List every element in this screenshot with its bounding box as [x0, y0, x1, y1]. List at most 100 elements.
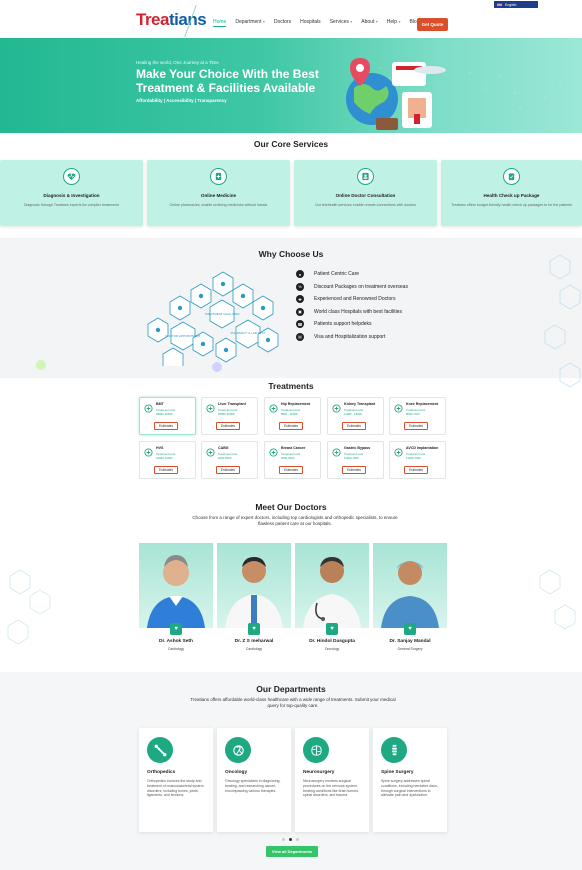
treatment-cost-label: Treatment Cost: [344, 408, 364, 412]
estimates-button[interactable]: Estimates: [404, 466, 428, 474]
treatment-cost-label: Treatment Cost: [281, 452, 301, 456]
list-item: ▣World class Hospitals with best facilit…: [296, 307, 402, 316]
decor-dot: [212, 362, 222, 372]
service-card-health-checkup[interactable]: Health Check up Package Treatians offers…: [441, 160, 582, 226]
estimates-button[interactable]: Estimates: [216, 466, 240, 474]
estimates-button[interactable]: Estimates: [342, 466, 366, 474]
service-card-doctor-consultation[interactable]: Online Doctor Consultation Our telehealt…: [294, 160, 437, 226]
nav-home[interactable]: Home: [213, 19, 227, 27]
doctors-title: Meet Our Doctors: [255, 502, 327, 512]
nav-services[interactable]: Services ▾: [329, 19, 353, 25]
list-item: ✚Experienced and Renowned Doctors: [296, 295, 395, 303]
hero-banner: Healing the world, One Journey at a Time…: [0, 38, 582, 133]
doctor-card-sanjay-mandal[interactable]: ♥ Dr. Sanjay Mandal General Surgery: [373, 543, 447, 661]
nav-help[interactable]: Help ▾: [386, 19, 401, 25]
chevron-down-icon: ▾: [262, 19, 265, 24]
treatment-name: AVCD Implantation: [406, 446, 439, 450]
treatment-cost-label: Treatment Cost: [218, 408, 238, 412]
nav-hospitals[interactable]: Hospitals: [300, 19, 321, 25]
liver-icon: [206, 404, 215, 413]
estimates-button[interactable]: Estimates: [216, 422, 240, 430]
heart-icon[interactable]: ♥: [170, 623, 182, 635]
why-choose-us-title: Why Choose Us: [258, 249, 324, 259]
department-card-spine-surgery[interactable]: Spine Surgery Spine surgery addresses sp…: [373, 728, 447, 832]
treatment-cost-label: Treatment Cost: [406, 408, 426, 412]
passport-icon: ▤: [296, 332, 304, 341]
bone-icon: [147, 737, 173, 763]
flag-icon: [497, 2, 502, 7]
departments-title: Our Departments: [256, 684, 326, 694]
kidney-icon: [332, 404, 341, 413]
list-item: ☎Patients support helpdeks: [296, 320, 372, 328]
estimates-button[interactable]: Estimates: [154, 466, 178, 474]
chevron-down-icon: ▾: [375, 19, 378, 24]
estimates-button[interactable]: Estimates: [154, 422, 178, 430]
department-card-orthopedics[interactable]: Orthopedics Orthopedics involves the stu…: [139, 728, 213, 832]
departments-section: [0, 672, 582, 870]
carousel-dot[interactable]: [296, 838, 299, 841]
department-card-neurosurgery[interactable]: Neurosurgery Neurosurgery involves surgi…: [295, 728, 369, 832]
core-services-title: Our Core Services: [253, 139, 329, 149]
service-card-online-medicine[interactable]: Online Medicine Online pharmacies, enabl…: [147, 160, 290, 226]
service-card-diagnosis[interactable]: Diagnosis & Investigation Diagnosis thro…: [0, 160, 143, 226]
medical-hexagon-illustration: TREATMENT FACILITIES PHARMACY & LAB TEST…: [147, 271, 279, 366]
molecule-decoration: [539, 569, 576, 630]
consultation-icon: [357, 168, 374, 185]
estimates-button[interactable]: Estimates: [342, 422, 366, 430]
carousel-dot-active[interactable]: [289, 838, 292, 841]
carousel-dots: [282, 838, 299, 841]
doctor-photo: [217, 543, 291, 628]
treatment-cost: 11000 - 16000: [344, 412, 362, 416]
list-item: ▤Visa and Hospitalization support: [296, 332, 385, 341]
heart-icon[interactable]: ♥: [326, 623, 338, 635]
nav-about[interactable]: About ▾: [361, 19, 378, 25]
treatment-name: Hip Replacement: [281, 402, 311, 406]
language-selector[interactable]: English: [494, 1, 538, 8]
carousel-dot[interactable]: [282, 838, 285, 841]
doctor-card-hindol-dasgupta[interactable]: ♥ Dr. Hindol Dasgupta Oncology: [295, 543, 369, 661]
doctors-description: Choose from a range of expert doctors, i…: [192, 515, 398, 526]
heart-device-icon: [394, 448, 403, 457]
heart-icon[interactable]: ♥: [248, 623, 260, 635]
view-all-departments-button[interactable]: View all Departments: [266, 846, 318, 857]
estimates-button[interactable]: Estimates: [404, 422, 428, 430]
treatment-cost-label: Treatment Cost: [156, 452, 176, 456]
departments-description: Treatians offers affordable world-class …: [190, 697, 396, 708]
department-card-oncology[interactable]: Oncology Oncology specializes in diagnos…: [217, 728, 291, 832]
treatment-cost: 10000-12000: [156, 456, 173, 460]
doctor-card-zs-meharwal[interactable]: ♥ Dr. Z S meharwal Cardiology: [217, 543, 291, 661]
ribbon-icon: [225, 737, 251, 763]
chevron-down-icon: ▾: [398, 19, 401, 24]
treatment-cost: 11000-7000: [344, 456, 359, 460]
hero-tagline: Healing the world, One Journey at a Time: [136, 60, 219, 65]
treatments-title: Treatments: [268, 381, 314, 391]
hip-icon: [269, 404, 278, 413]
hospital-icon: ▣: [296, 307, 304, 316]
get-quote-button[interactable]: Get Quote: [417, 18, 448, 31]
heart-icon[interactable]: ♥: [404, 623, 416, 635]
doctor-card-ashok-seth[interactable]: ♥ Dr. Ashok Seth Cardiology: [139, 543, 213, 661]
treatment-cost-label: Treatment Cost: [281, 408, 301, 412]
heart-icon: [206, 448, 215, 457]
nav-department[interactable]: Department ▾: [235, 19, 265, 25]
nav-doctors[interactable]: Doctors: [273, 19, 292, 25]
site-logo[interactable]: Treatians: [136, 10, 207, 29]
spine-icon: [381, 737, 407, 763]
hero-illustration: [346, 58, 446, 130]
nav-blog[interactable]: Blog: [409, 19, 420, 25]
treatment-cost-label: Treatment Cost: [406, 452, 426, 456]
estimates-button[interactable]: Estimates: [279, 422, 303, 430]
estimates-button[interactable]: Estimates: [279, 466, 303, 474]
site-header: Treatians Home Department ▾ Doctors Hosp…: [0, 0, 582, 38]
discount-icon: %: [296, 282, 304, 291]
